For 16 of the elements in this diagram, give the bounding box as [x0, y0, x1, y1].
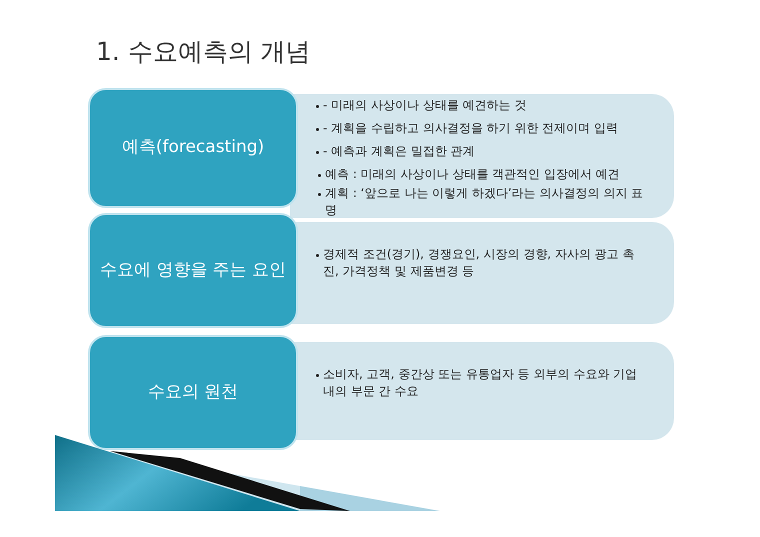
bullet-text: 소비자, 고객, 중간상 또는 유통업자 등 외부의 수요와 기업 내의 부문 간 수요	[323, 366, 638, 400]
bullet-text: - 미래의 사상이나 상태를 예견하는 것	[323, 97, 526, 114]
description-panel	[290, 94, 674, 218]
topic-label: 예측(forecasting)	[122, 137, 264, 159]
bullet-text: - 예측과 계획은 밀접한 관계	[323, 143, 475, 160]
topic-box	[88, 213, 298, 328]
bullet-text: 계획 : ‘앞으로 나는 이렇게 하겠다’라는 의사결정의 의지 표명	[325, 185, 644, 219]
topic-label: 수요의 원천	[148, 382, 238, 404]
bullet-text: 경제적 조건(경기), 경쟁요인, 시장의 경향, 자사의 광고 촉진, 가격정책 및 제품변경 등	[323, 246, 636, 280]
bullet-text: 예측 : 미래의 사상이나 상태를 객관적인 입장에서 예견	[325, 166, 620, 183]
topic-label: 수요에 영향을 주는 요인	[100, 260, 286, 282]
slide-title: 1. 수요예측의 개념	[96, 36, 311, 68]
topic-box	[88, 88, 298, 208]
description-panel	[290, 222, 674, 324]
bullet-text: - 계획을 수립하고 의사결정을 하기 위한 전제이며 입력	[323, 120, 618, 137]
topic-box	[88, 335, 298, 450]
